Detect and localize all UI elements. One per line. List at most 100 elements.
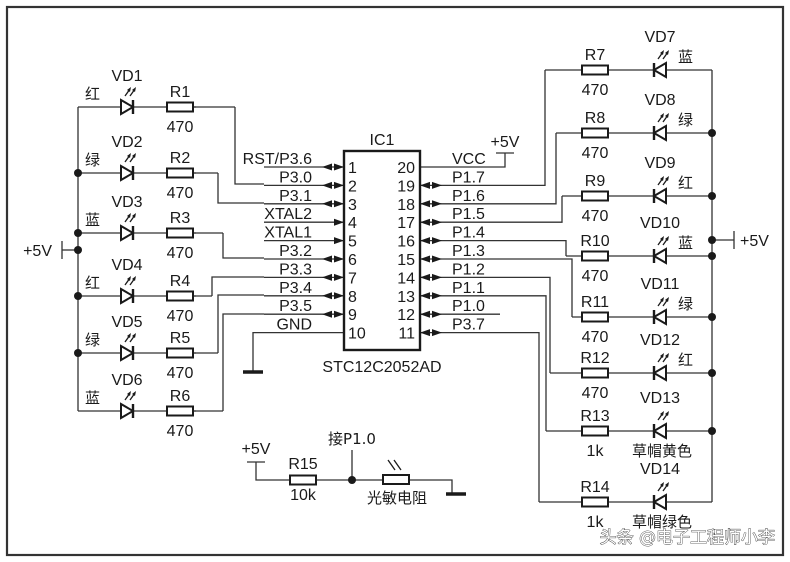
diode-triangle [652, 364, 667, 382]
resistor-value: 470 [582, 82, 609, 99]
led-ref: VD3 [111, 194, 142, 211]
diode-triangle [120, 402, 135, 420]
led-color-label: 红 [85, 85, 100, 103]
resistor-ref: R15 [288, 456, 317, 473]
diode-triangle [652, 308, 667, 326]
pin-name: P3.0 [279, 169, 312, 186]
diode-triangle [652, 493, 667, 511]
resistor-symbol [581, 367, 609, 379]
led-ref: VD7 [644, 29, 675, 46]
led-ref: VD4 [111, 257, 142, 274]
pin-number: 15 [397, 252, 415, 269]
resistor-ref: R5 [170, 330, 191, 347]
resistor-ref: R10 [580, 233, 609, 250]
light-arrowhead [665, 411, 669, 416]
pin-number: 18 [397, 197, 415, 214]
pin-name: XTAL1 [264, 225, 312, 242]
light-arrowhead [665, 113, 669, 118]
junction-dot [708, 252, 716, 260]
pin-name: XTAL2 [264, 206, 312, 223]
watermark: 头条 @电子工程师小李 [600, 528, 775, 548]
pin-arrow-in [420, 200, 430, 208]
pin-arrow-in [334, 237, 344, 245]
resistor-value: 470 [167, 185, 194, 202]
led-ref: VD9 [644, 155, 675, 172]
resistor-ref: R11 [581, 294, 609, 311]
led-color-label: 绿 [678, 111, 693, 129]
led-color-label: 绿 [678, 295, 693, 313]
resistor-value: 10k [290, 487, 317, 504]
junction-dot [708, 369, 716, 377]
light-arrowhead [660, 353, 664, 358]
led-route [500, 239, 567, 256]
resistor-value: 1k [587, 443, 605, 460]
diode-triangle [120, 98, 135, 116]
resistor-ref: R2 [170, 150, 191, 167]
led-ref: VD10 [640, 215, 680, 232]
junction-dot [348, 476, 356, 484]
resistor-symbol [166, 290, 194, 302]
light-arrowhead [132, 153, 136, 158]
pin-name: P3.5 [279, 298, 312, 315]
pin-arrow-out [432, 218, 442, 226]
junction-dot [74, 229, 82, 237]
led-route [234, 107, 264, 185]
led-route [500, 196, 563, 223]
resistor-symbol [581, 496, 609, 508]
led-icon [120, 333, 136, 362]
photoresistor-symbol [382, 474, 410, 485]
pin-arrow-out [432, 237, 442, 245]
resistor-symbol [289, 474, 317, 486]
pin-arrow-in [420, 273, 430, 281]
led-route [500, 295, 547, 431]
pin-number: 20 [397, 160, 415, 177]
light-arrowhead [660, 236, 664, 241]
pin-arrow-in [420, 329, 430, 337]
resistor-ref: R8 [585, 110, 606, 127]
light-arrowhead [665, 236, 669, 241]
led-icon [120, 391, 136, 420]
pin-number: 1 [348, 160, 357, 177]
pin-arrow-out [322, 163, 332, 171]
resistor-symbol [581, 190, 609, 202]
light-arrowhead [132, 276, 136, 281]
led-route [500, 70, 546, 187]
resistor-ref: R9 [585, 173, 606, 190]
photoresistor-label: 光敏电阻 [367, 489, 427, 507]
light-arrowhead [127, 153, 131, 158]
junction-dot [708, 129, 716, 137]
led-route [500, 133, 557, 205]
pin-name: P1.6 [452, 188, 485, 205]
pin-name: P3.7 [452, 317, 485, 334]
pin-name: GND [276, 317, 312, 334]
led-icon [652, 411, 669, 440]
light-arrowhead [660, 176, 664, 181]
pin-arrow-out [322, 310, 332, 318]
components [61, 50, 735, 511]
pin-arrow-in [334, 273, 344, 281]
ic-body [342, 149, 422, 352]
junction-dot [74, 292, 82, 300]
pin-arrow-out [432, 273, 442, 281]
pin-number: 6 [348, 252, 357, 269]
pin-number: 5 [348, 234, 357, 251]
pin-number: 13 [397, 289, 415, 306]
resistor-symbol [166, 227, 194, 239]
pin-number: 12 [397, 307, 415, 324]
pin-arrow-in [420, 310, 430, 318]
resistor-value: 470 [582, 385, 609, 402]
pin-arrow-out [432, 181, 442, 189]
pin-arrow-in [334, 255, 344, 263]
led-ref: VD6 [111, 372, 142, 389]
resistor-symbol [581, 425, 609, 437]
pin-arrow-in [334, 200, 344, 208]
pin-arrow-in [420, 237, 430, 245]
light-arrowhead [660, 411, 664, 416]
led-color-label: 蓝 [85, 389, 100, 407]
resistor-value: 470 [167, 308, 194, 325]
pin-number: 17 [397, 215, 415, 232]
light-arrowhead [127, 213, 131, 218]
pin-number: 10 [348, 326, 366, 343]
resistor-ref: R7 [585, 47, 606, 64]
